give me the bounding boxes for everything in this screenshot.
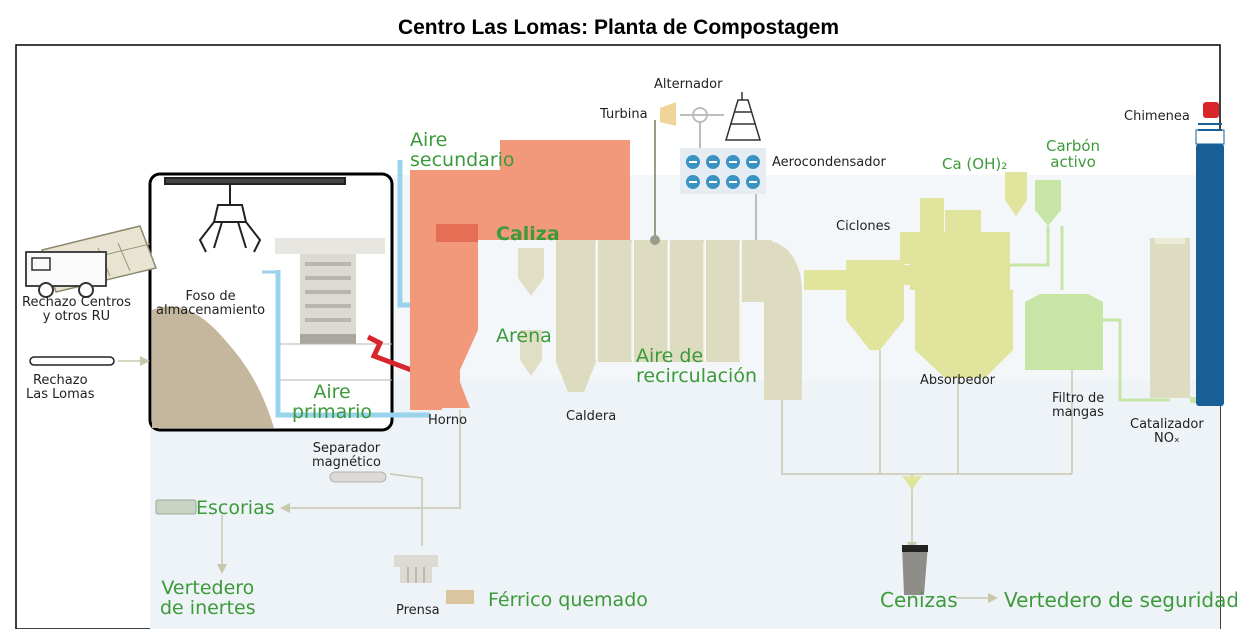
arrowheads xyxy=(217,503,998,603)
label-vertedero-seguridad: Vertedero de seguridad xyxy=(1004,588,1237,612)
label-arena: Arena xyxy=(496,325,552,347)
transmission-tower-icon xyxy=(724,92,762,141)
label-ciclones: Ciclones xyxy=(836,219,891,234)
ash-funnel xyxy=(902,476,922,490)
ash-bag-icon xyxy=(902,545,928,595)
catalyst-tower xyxy=(1150,238,1190,398)
label-aire-recirculacion: Aire de recirculación xyxy=(636,346,757,386)
feed-chute xyxy=(275,238,392,381)
diagram-title: Centro Las Lomas: Planta de Compostagem xyxy=(397,16,840,39)
label-carbon-activo-text: Carbón activo xyxy=(1046,137,1101,171)
label-rechazo-centros-text: Rechazo Centros y otros RU xyxy=(22,295,131,324)
turbine-icon xyxy=(660,102,676,126)
additive-hoppers xyxy=(518,248,544,376)
label-carbon-activo: Carbón activo xyxy=(1046,138,1100,170)
label-aire-secundario-text: Aire secundario xyxy=(410,129,515,171)
label-caliza: Caliza xyxy=(496,223,560,245)
label-aire-primario-text: Aire primario xyxy=(292,381,373,423)
label-separador-text: Separador magnético xyxy=(312,441,381,470)
label-absorbedor: Absorbedor xyxy=(920,373,996,388)
press-icon xyxy=(394,555,474,604)
boiler-dividers xyxy=(595,242,741,360)
slag-icon xyxy=(155,499,197,515)
absorber-top xyxy=(910,262,1010,290)
label-chimenea: Chimenea xyxy=(1124,109,1190,124)
gas-lines xyxy=(1010,226,1170,402)
boiler xyxy=(556,240,802,400)
label-filtro-text: Filtro de mangas xyxy=(1052,391,1105,420)
magnetic-separator xyxy=(329,471,387,483)
label-horno: Horno xyxy=(428,413,468,428)
label-prensa: Prensa xyxy=(396,603,440,618)
garbage-truck-icon xyxy=(25,225,158,298)
label-turbina: Turbina xyxy=(600,107,648,122)
label-vertedero-inertes: Vertedero de inertes xyxy=(160,578,256,618)
label-ferrico: Férrico quemado xyxy=(488,589,648,611)
label-ca-oh2: Ca (OH)₂ xyxy=(942,155,1008,173)
label-rechazo-lomas-text: Rechazo Las Lomas xyxy=(26,373,95,402)
label-catalizador-text: Catalizador NOₓ xyxy=(1130,417,1204,446)
label-caldera: Caldera xyxy=(566,409,617,424)
label-cenizas: Cenizas xyxy=(880,588,958,612)
las-lomas-pipe xyxy=(29,356,115,366)
label-rechazo-lomas: Rechazo Las Lomas xyxy=(26,374,95,402)
residue-lines xyxy=(221,350,1073,599)
heat-red-line xyxy=(366,334,439,383)
label-aerocondensador: Aerocondensador xyxy=(772,155,886,170)
label-alternador: Alternador xyxy=(654,77,723,92)
label-catalizador: Catalizador NOₓ xyxy=(1130,418,1204,446)
label-foso: Foso de almacenamiento xyxy=(156,290,265,318)
label-filtro: Filtro de mangas xyxy=(1052,392,1104,420)
label-vertedero-inertes-text: Vertedero de inertes xyxy=(160,577,256,619)
turbine-assembly xyxy=(650,92,762,245)
furnace-combustion xyxy=(410,140,630,410)
label-rechazo-centros: Rechazo Centros y otros RU xyxy=(22,296,131,324)
label-aire-secundario: Aire secundario xyxy=(410,130,515,170)
chimney xyxy=(1195,102,1225,406)
label-escorias: Escorias xyxy=(196,497,275,519)
label-separador: Separador magnético xyxy=(312,442,381,470)
label-aire-recirculacion-text: Aire de recirculación xyxy=(636,345,758,387)
label-aire-primario: Aire primario xyxy=(292,382,372,422)
crane-grab-icon xyxy=(164,177,346,253)
filter-bags xyxy=(1025,180,1103,370)
waste-pile xyxy=(152,306,274,428)
label-foso-text: Foso de almacenamiento xyxy=(156,289,266,318)
condenser-fan-icon xyxy=(680,148,766,240)
